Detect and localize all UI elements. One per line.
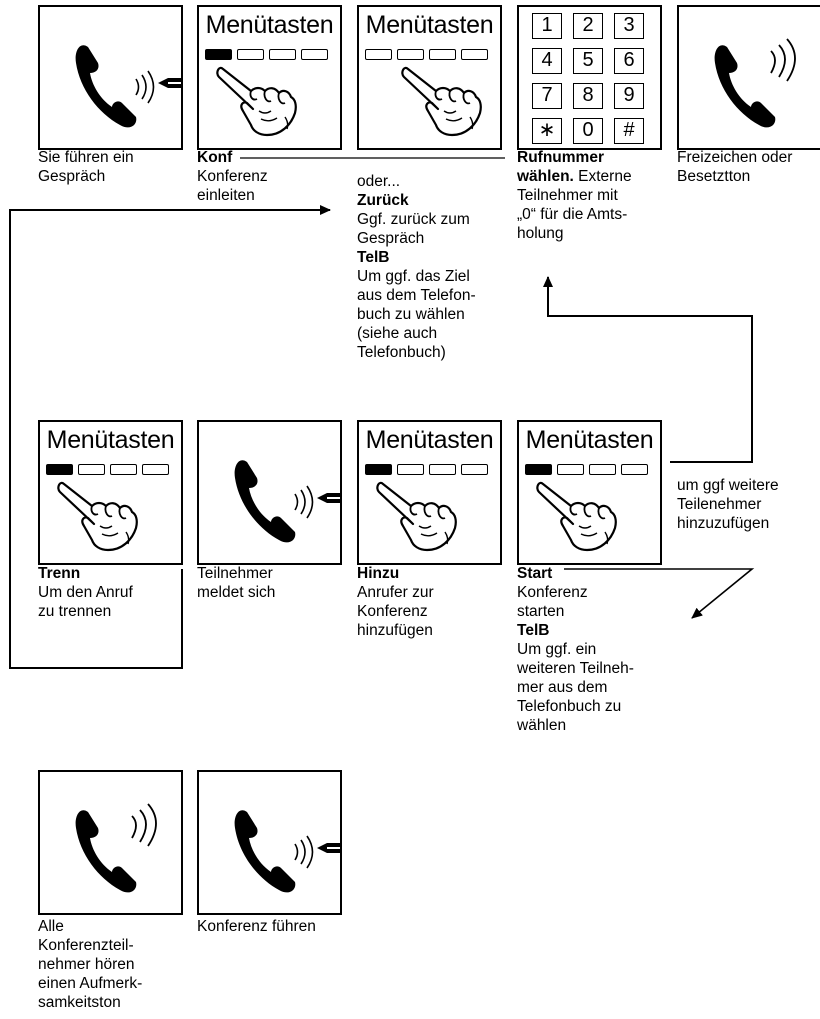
menu-keys-title: Menütasten [365, 11, 494, 39]
softkey-2[interactable] [78, 464, 105, 475]
softkey-2[interactable] [397, 49, 424, 60]
softkey-3[interactable] [429, 49, 456, 60]
caption-trenn: Trenn Um den Anruf zu trennen [38, 565, 133, 620]
softkey-1[interactable] [365, 49, 392, 60]
caption-options: oder... Zurück Ggf. zurück zum Gespräch … [357, 173, 476, 361]
step-dial-box: 1 2 3 4 5 6 7 8 9 ∗ 0 # [517, 5, 662, 150]
softkey-row [365, 464, 488, 475]
softkey-4[interactable] [142, 464, 169, 475]
softkey-3[interactable] [429, 464, 456, 475]
step-attention-tone-box [38, 770, 183, 915]
key-zurueck: Zurück [357, 192, 409, 209]
softkey-3[interactable] [589, 464, 616, 475]
dial-keypad-icon: 1 2 3 4 5 6 7 8 9 ∗ 0 # [532, 13, 644, 144]
keypad-key-4[interactable]: 4 [532, 48, 562, 74]
keypad-key-9[interactable]: 9 [614, 83, 644, 109]
pointing-hand-icon [519, 422, 662, 565]
softkey-1[interactable] [205, 49, 232, 60]
key-hinzu: Hinzu [357, 565, 400, 582]
caption-call-active: Sie führen ein Gespräch [38, 149, 134, 185]
key-telb: TelB [357, 249, 390, 266]
pointing-hand-icon [199, 7, 342, 150]
caption-ringing: Freizeichen oder Besetztton [677, 149, 793, 185]
keypad-key-star[interactable]: ∗ [532, 118, 562, 144]
menu-keys-title: Menütasten [525, 426, 654, 454]
caption-start: Start Konferenz starten TelB Um ggf. ein… [517, 565, 634, 734]
key-start: Start [517, 565, 553, 582]
softkey-4[interactable] [301, 49, 328, 60]
handset-with-sound-waves-icon [40, 7, 183, 150]
keypad-key-3[interactable]: 3 [614, 13, 644, 39]
key-trenn: Trenn [38, 565, 81, 582]
softkey-4[interactable] [461, 49, 488, 60]
handset-with-sound-waves-icon [199, 422, 342, 565]
softkey-3[interactable] [269, 49, 296, 60]
caption-attention-tone: Alle Konferenzteil- nehmer hören einen A… [38, 918, 143, 1011]
softkey-4[interactable] [621, 464, 648, 475]
step-call-active-box [38, 5, 183, 150]
softkey-1[interactable] [46, 464, 73, 475]
keypad-key-6[interactable]: 6 [614, 48, 644, 74]
keypad-key-5[interactable]: 5 [573, 48, 603, 74]
softkey-1[interactable] [525, 464, 552, 475]
softkey-row [205, 49, 328, 60]
keypad-key-8[interactable]: 8 [573, 83, 603, 109]
softkey-3[interactable] [110, 464, 137, 475]
key-rufnummer: Rufnummer [517, 149, 604, 166]
caption-add-more: um ggf weitere Teilenehmer hinzuzufügen [677, 477, 779, 532]
pointing-hand-icon [40, 422, 183, 565]
step-konf-key-box: Menütasten [197, 5, 342, 150]
softkey-row [525, 464, 648, 475]
ringing-handset-icon [40, 772, 183, 915]
keypad-key-1[interactable]: 1 [532, 13, 562, 39]
step-conference-active-box [197, 770, 342, 915]
keypad-key-7[interactable]: 7 [532, 83, 562, 109]
step-menu-keys-box: Menütasten [357, 5, 502, 150]
caption-hinzu: Hinzu Anrufer zur Konferenz hinzufügen [357, 565, 434, 639]
step-hinzu-key-box: Menütasten [357, 420, 502, 565]
handset-with-sound-waves-icon [199, 772, 342, 915]
softkey-2[interactable] [237, 49, 264, 60]
step-ringing-box [677, 5, 820, 150]
softkey-1[interactable] [365, 464, 392, 475]
pointing-hand-icon [384, 7, 502, 150]
softkey-4[interactable] [461, 464, 488, 475]
menu-keys-title: Menütasten [365, 426, 494, 454]
softkey-row [365, 49, 488, 60]
softkey-2[interactable] [557, 464, 584, 475]
caption-participant-answers: Teilnehmer meldet sich [197, 565, 276, 601]
ringing-handset-icon [679, 7, 820, 150]
menu-keys-title: Menütasten [205, 11, 334, 39]
softkey-2[interactable] [397, 464, 424, 475]
keypad-key-2[interactable]: 2 [573, 13, 603, 39]
step-start-key-box: Menütasten [517, 420, 662, 565]
step-participant-answers-box [197, 420, 342, 565]
caption-conference-active: Konferenz führen [197, 918, 316, 935]
pointing-hand-icon [359, 422, 502, 565]
softkey-row [46, 464, 169, 475]
caption-konf: Konf Konferenz einleiten [197, 149, 268, 204]
keypad-key-hash[interactable]: # [614, 118, 644, 144]
keypad-key-0[interactable]: 0 [573, 118, 603, 144]
menu-keys-title: Menütasten [46, 426, 175, 454]
caption-dial: Rufnummer wählen. Externe Teilnehmer mit… [517, 149, 632, 242]
key-konf: Konf [197, 149, 233, 166]
step-trenn-key-box: Menütasten [38, 420, 183, 565]
key-telb: TelB [517, 622, 550, 639]
